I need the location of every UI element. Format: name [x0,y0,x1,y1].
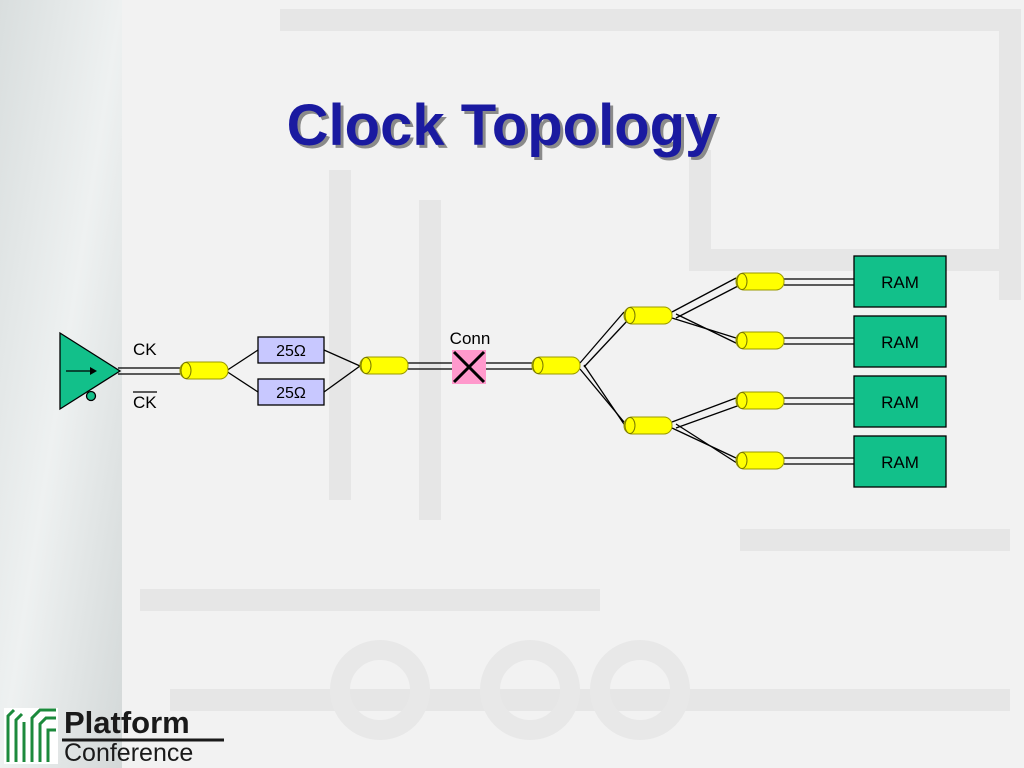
slide-title: Clock Topology [286,93,718,158]
connector-label: Conn [450,329,491,348]
cable-segment [359,356,409,375]
ram-label: RAM [881,333,919,352]
ck-label: CK [133,340,157,359]
resistor-top: 25Ω [257,336,325,364]
ram-load-1: RAM [853,255,947,308]
ram-label: RAM [881,393,919,412]
cable-segments [179,272,785,470]
ram-label: RAM [881,453,919,472]
resistor-bottom-label: 25Ω [276,385,306,402]
cable-segment [735,451,785,470]
logo-conference-text: Conference [64,739,194,767]
platform-logo-icon [4,708,58,764]
ram-label: RAM [881,273,919,292]
cable-segment [735,331,785,350]
ram-load-3: RAM [853,375,947,428]
cable-segment [179,361,229,380]
logo-platform-text: Platform [64,705,190,740]
wires [118,277,854,466]
cable-segment [735,272,785,291]
cable-segment [735,391,785,410]
resistor-top-label: 25Ω [276,343,306,360]
ram-load-2: RAM [853,315,947,368]
connector [452,350,486,384]
cable-segment [623,416,673,435]
resistor-bottom: 25Ω [257,378,325,406]
ram-load-4: RAM [853,435,947,488]
clock-driver [59,331,122,411]
ck-bar-label: CK [133,393,157,412]
cable-segment [531,356,581,375]
cable-segment [623,306,673,325]
